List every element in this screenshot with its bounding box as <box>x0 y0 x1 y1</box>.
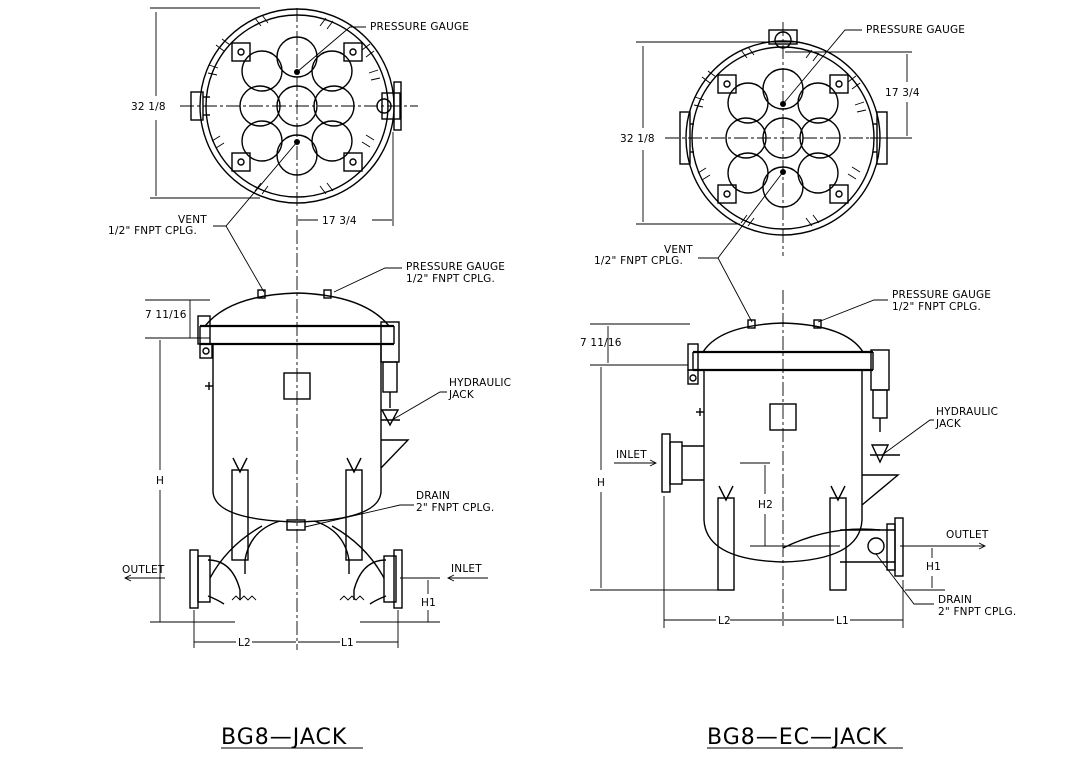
right-h2-label: H2 <box>758 499 773 511</box>
left-top-view <box>150 7 418 227</box>
right-outlet-label: OUTLET <box>946 529 989 541</box>
right-drain-label-2: 2" FNPT CPLG. <box>938 606 1016 618</box>
right-pg-label-2: 1/2" FNPT CPLG. <box>892 301 981 313</box>
right-front-view <box>590 257 987 749</box>
left-dim-7-label: 7 11/16 <box>145 309 187 321</box>
right-vent-label-2: 1/2" FNPT CPLG. <box>594 255 683 267</box>
right-h1-label: H1 <box>926 561 941 573</box>
right-hydraulic-label-1: HYDRAULIC <box>936 406 998 418</box>
left-vent-label-1: VENT <box>178 214 207 226</box>
left-h-label: H <box>156 475 164 487</box>
right-drain-label-1: DRAIN <box>938 594 972 606</box>
left-l2-label: L2 <box>238 637 251 649</box>
right-dim-7-label: 7 11/16 <box>580 337 622 349</box>
left-h1-label: H1 <box>421 597 436 609</box>
right-h-label: H <box>597 477 605 489</box>
left-title: BG8—JACK <box>221 725 347 750</box>
right-vent-label-1: VENT <box>664 244 693 256</box>
left-pg-label-1: PRESSURE GAUGE <box>406 261 505 273</box>
right-dim-32-label: 32 1/8 <box>620 133 655 145</box>
right-top-view <box>636 22 912 259</box>
right-dim-17-label: 17 3/4 <box>885 87 920 99</box>
left-drain-label-1: DRAIN <box>416 490 450 502</box>
left-front-view <box>123 225 488 749</box>
right-title: BG8—EC—JACK <box>707 725 888 750</box>
left-dim-32-label: 32 1/8 <box>131 101 166 113</box>
left-dim-17-label: 17 3/4 <box>322 215 357 227</box>
left-l1-label: L1 <box>341 637 354 649</box>
left-pg-label-2: 1/2" FNPT CPLG. <box>406 273 495 285</box>
left-inlet-label: INLET <box>451 563 482 575</box>
right-l2-label: L2 <box>718 615 731 627</box>
right-pg-label-1: PRESSURE GAUGE <box>892 289 991 301</box>
left-hydraulic-label-1: HYDRAULIC <box>449 377 511 389</box>
left-outlet-label: OUTLET <box>122 564 165 576</box>
right-inlet-label: INLET <box>616 449 647 461</box>
right-pressure-gauge-top-label: PRESSURE GAUGE <box>866 24 965 36</box>
left-pressure-gauge-top-label: PRESSURE GAUGE <box>370 21 469 33</box>
left-vent-label-2: 1/2" FNPT CPLG. <box>108 225 197 237</box>
left-hydraulic-label-2: JACK <box>448 389 475 401</box>
right-hydraulic-label-2: JACK <box>935 418 962 430</box>
left-drain-label-2: 2" FNPT CPLG. <box>416 502 494 514</box>
right-l1-label: L1 <box>836 615 849 627</box>
